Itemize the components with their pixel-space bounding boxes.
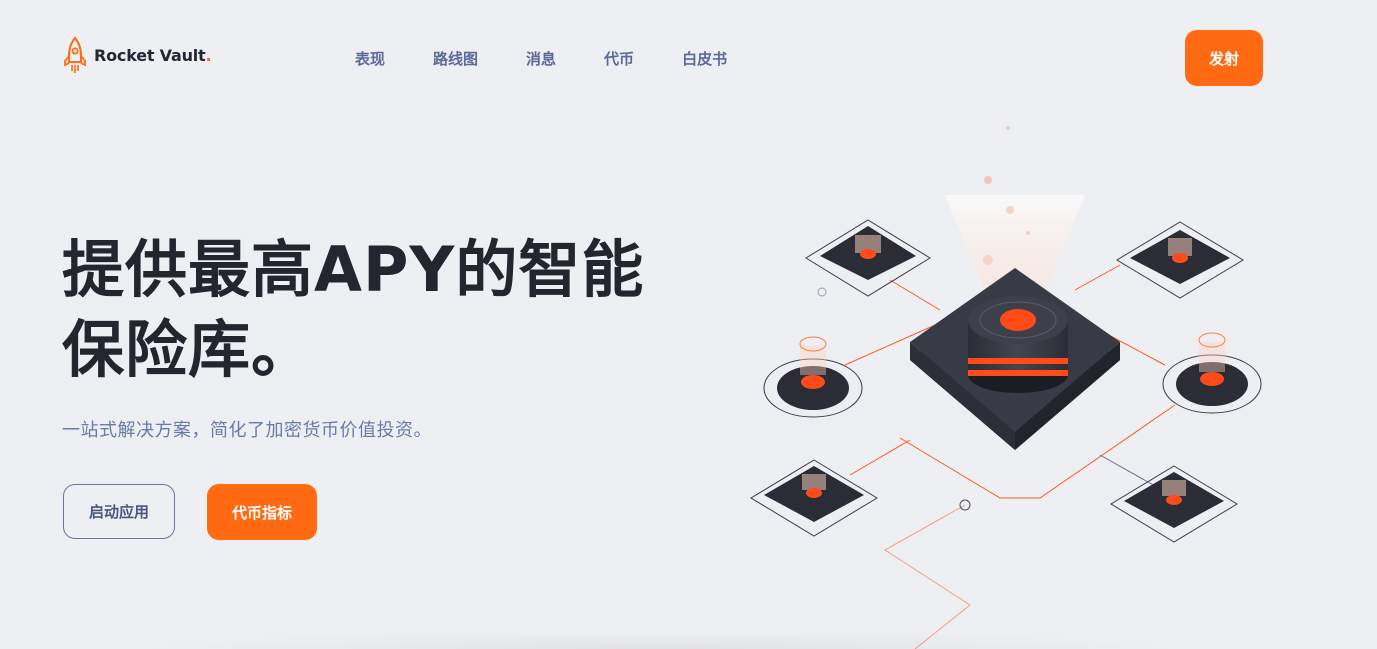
- token-metrics-button[interactable]: 代币指标: [207, 484, 317, 540]
- vault-network-illustration: [750, 126, 1262, 649]
- header: Rocket Vault. 表现 路线图 消息 代币 白皮书 发射: [0, 0, 1377, 110]
- hero-subtitle: 一站式解决方案，简化了加密货币价值投资。: [62, 420, 432, 441]
- hero-title-line2: 保险库。: [62, 313, 315, 386]
- nav-item-news[interactable]: 消息: [526, 50, 557, 68]
- hero-title-line1: 提供最高APY的智能: [62, 233, 645, 306]
- logo-text: Rocket Vault.: [94, 45, 212, 65]
- nav-item-token[interactable]: 代币: [604, 50, 635, 68]
- launch-app-button[interactable]: 启动应用: [63, 484, 175, 539]
- logo[interactable]: Rocket Vault.: [62, 36, 212, 74]
- footer-shadow: [130, 630, 1190, 649]
- rocket-icon: [64, 36, 86, 73]
- main-nav: 表现 路线图 消息 代币 白皮书: [355, 48, 775, 69]
- nav-item-whitepaper[interactable]: 白皮书: [682, 50, 728, 68]
- launch-button[interactable]: 发射: [1185, 30, 1263, 86]
- nav-item-performance[interactable]: 表现: [355, 50, 386, 68]
- hero-title: 提供最高APY的智能 保险库。: [62, 230, 682, 390]
- nav-item-roadmap[interactable]: 路线图: [433, 50, 479, 68]
